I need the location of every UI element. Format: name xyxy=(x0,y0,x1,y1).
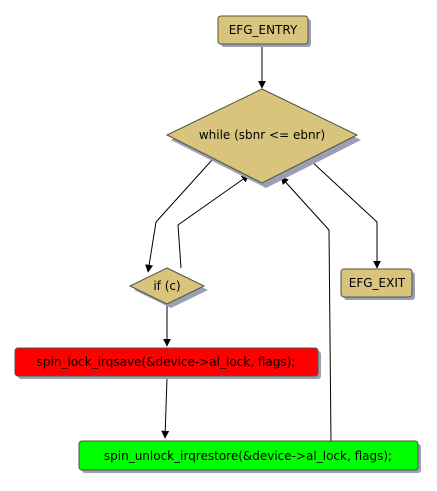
unlock-node: spin_unlock_irqrestore(&device->al_lock,… xyxy=(78,440,421,473)
if-node: if (c) xyxy=(128,267,208,308)
if-label: if (c) xyxy=(153,279,180,293)
exit-label: EFG_EXIT xyxy=(349,276,406,290)
edges xyxy=(145,46,381,444)
lock-label: spin_lock_irqsave(&device->al_lock, flag… xyxy=(37,355,296,369)
edge-while-to-exit xyxy=(309,159,381,269)
exit-node: EFG_EXIT xyxy=(340,268,415,300)
entry-label: EFG_ENTRY xyxy=(229,23,298,37)
edge-if-back-to-while xyxy=(177,174,250,269)
while-node: while (sbnr <= ebnr) xyxy=(165,88,361,188)
unlock-label: spin_unlock_irqrestore(&device->al_lock,… xyxy=(104,449,392,463)
edge-lock-to-unlock xyxy=(161,377,170,439)
edge-unlock-back-to-while xyxy=(280,176,332,444)
while-label: while (sbnr <= ebnr) xyxy=(199,128,325,142)
edge-while-to-if xyxy=(145,159,213,273)
entry-node: EFG_ENTRY xyxy=(217,15,311,47)
lock-node: spin_lock_irqsave(&device->al_lock, flag… xyxy=(14,347,321,379)
